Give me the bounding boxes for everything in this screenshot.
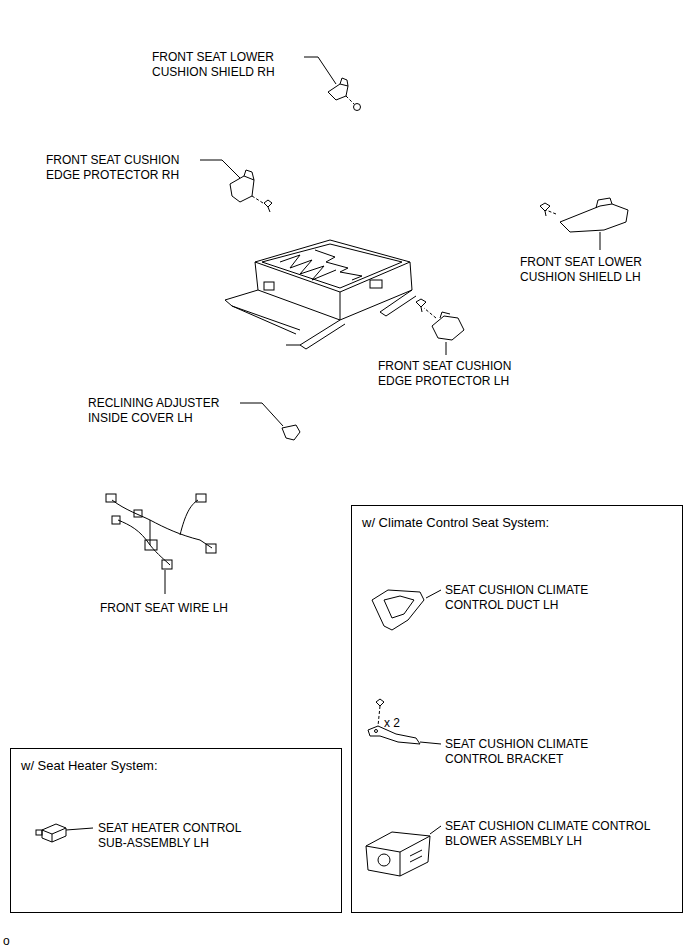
leader-line bbox=[165, 570, 166, 594]
edge-protector-lh bbox=[416, 299, 464, 340]
quantity-note: o bbox=[3, 934, 10, 949]
leader-line bbox=[430, 826, 441, 834]
seat-wire-harness bbox=[106, 494, 216, 569]
seat-frame bbox=[225, 240, 416, 349]
leader-line bbox=[420, 742, 441, 744]
reclining-cover bbox=[282, 425, 300, 440]
leader-line bbox=[66, 828, 93, 830]
part-name: SEAT CUSHION CLIMATE CONTROL BRACKET bbox=[445, 737, 623, 767]
leader-line bbox=[600, 232, 601, 250]
part-name: FRONT SEAT LOWER CUSHION SHIELD LH bbox=[520, 255, 672, 285]
quantity-note: x 2 bbox=[384, 716, 400, 731]
part-name: FRONT SEAT LOWER CUSHION SHIELD RH bbox=[152, 50, 302, 80]
leader-line bbox=[446, 342, 447, 355]
climate-duct bbox=[372, 590, 424, 630]
seat-heater-control bbox=[36, 824, 66, 842]
edge-protector-rh bbox=[230, 170, 272, 212]
leader-line bbox=[426, 590, 441, 598]
box-heading: w/ Climate Control Seat System: bbox=[352, 506, 682, 531]
climate-bracket bbox=[368, 699, 420, 744]
cushion-shield-lh bbox=[540, 198, 628, 232]
cushion-shield-rh bbox=[328, 78, 361, 111]
climate-blower bbox=[366, 832, 430, 876]
part-name: SEAT CUSHION CLIMATE CONTROL BLOWER ASSE… bbox=[445, 819, 663, 849]
part-name: SEAT HEATER CONTROL SUB-ASSEMBLY LH bbox=[98, 821, 260, 851]
leader-line bbox=[240, 403, 283, 426]
part-name: FRONT SEAT CUSHION EDGE PROTECTOR LH bbox=[378, 359, 536, 389]
box-heading: w/ Seat Heater System: bbox=[11, 749, 341, 774]
part-name: RECLINING ADJUSTER INSIDE COVER LH bbox=[88, 396, 238, 426]
part-name: FRONT SEAT CUSHION EDGE PROTECTOR RH bbox=[46, 153, 198, 183]
option-box: w/ Climate Control Seat System: bbox=[351, 505, 683, 913]
part-name: SEAT CUSHION CLIMATE CONTROL DUCT LH bbox=[445, 583, 623, 613]
part-name: FRONT SEAT WIRE LH bbox=[100, 601, 228, 616]
leader-line bbox=[304, 57, 336, 84]
leader-line bbox=[200, 160, 240, 178]
